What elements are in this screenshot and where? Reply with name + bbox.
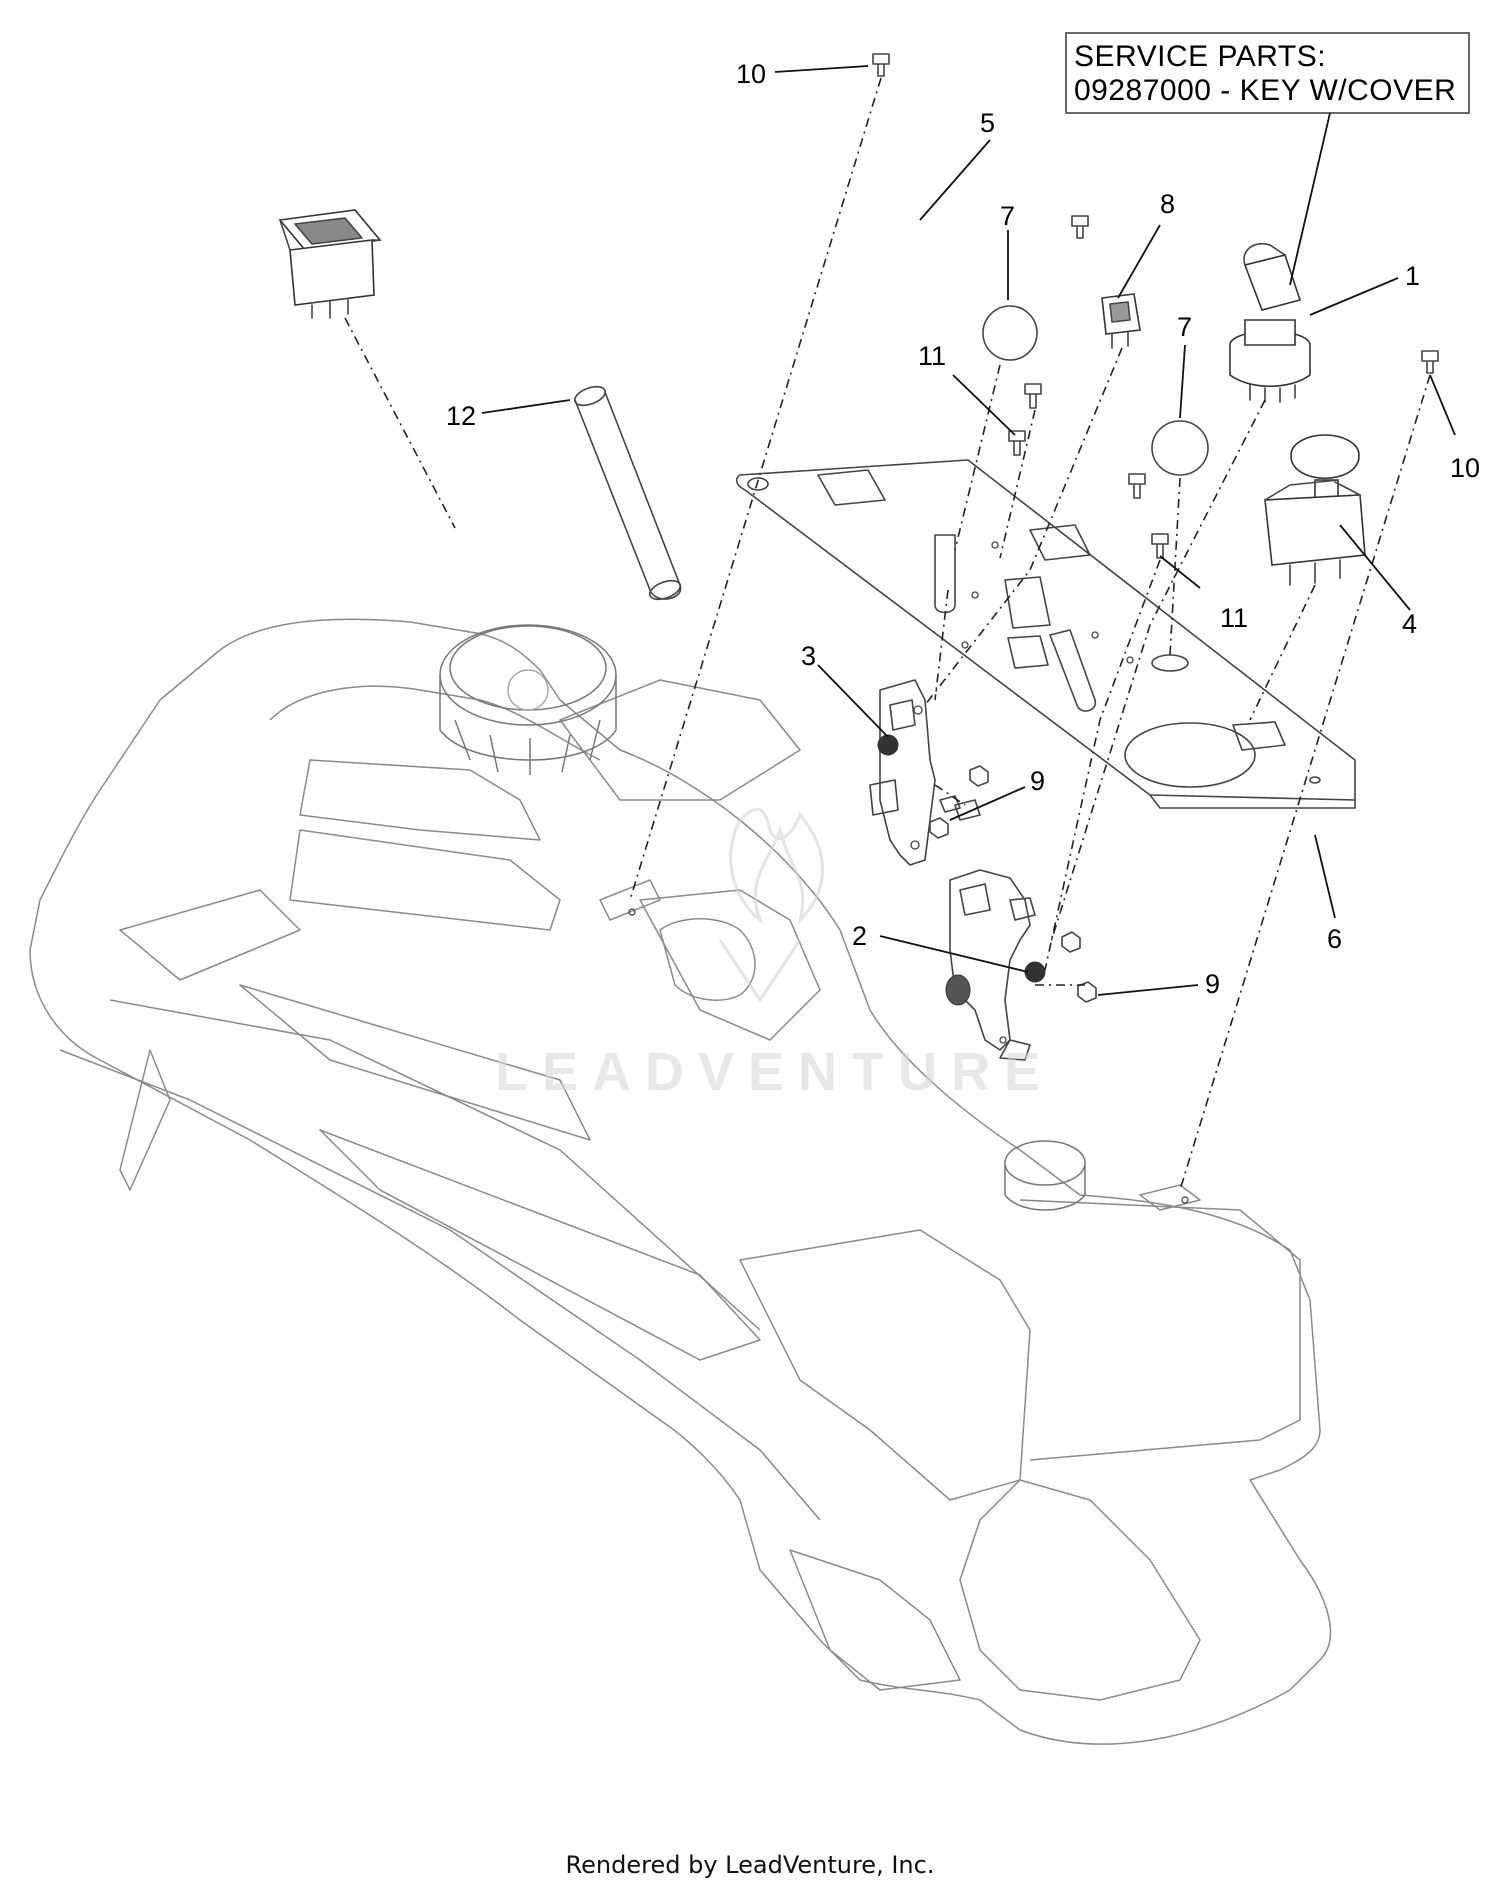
fuel-tank	[29, 618, 1332, 1745]
callout-12: 12	[446, 401, 476, 431]
callout-7-left: 7	[1000, 201, 1015, 231]
callout-9-upper: 9	[1030, 766, 1045, 796]
ignition-switch-part-1	[1229, 243, 1311, 403]
assembly-lines	[344, 77, 1431, 1191]
callout-2: 2	[852, 921, 867, 951]
knob-part-7b	[1151, 420, 1209, 476]
render-credit: Rendered by LeadVenture, Inc.	[566, 1851, 935, 1879]
hose-part-12	[573, 385, 682, 601]
service-parts-box: SERVICE PARTS: 09287000 - KEY W/COVER	[1065, 32, 1470, 286]
service-parts-title: SERVICE PARTS:	[1074, 40, 1326, 73]
callout-11-left: 11	[918, 341, 946, 371]
service-parts-key: 09287000 - KEY W/COVER	[1074, 74, 1456, 107]
switch-assembly-part-2	[945, 869, 1097, 1061]
switch-part-8	[1101, 293, 1141, 349]
callout-numbers: 10 5 7 8 1 7 11 12 10 11 4 3 9 6 2 9	[446, 59, 1480, 999]
callout-8: 8	[1160, 189, 1175, 219]
callout-1: 1	[1405, 261, 1420, 291]
callout-9-lower: 9	[1205, 969, 1220, 999]
rocker-switch-part-5	[278, 209, 382, 319]
switch-assembly-part-3	[869, 679, 989, 866]
watermark-text: LEADVENTURE	[495, 1042, 1054, 1102]
callout-7-right: 7	[1177, 312, 1192, 342]
callout-11-right: 11	[1220, 603, 1248, 633]
watermark: LEADVENTURE	[495, 807, 1054, 1102]
leader-lines	[481, 65, 1456, 996]
callout-10-top: 10	[736, 59, 766, 89]
callout-4: 4	[1402, 609, 1417, 639]
callout-3: 3	[801, 641, 816, 671]
knob-part-7a	[982, 305, 1038, 361]
callout-6: 6	[1327, 924, 1342, 954]
callout-10-right: 10	[1450, 453, 1480, 483]
push-switch-part-4	[1264, 434, 1366, 586]
bolts	[872, 53, 1439, 559]
panel-bracket-part-6	[735, 459, 1356, 809]
callout-5: 5	[980, 108, 995, 138]
